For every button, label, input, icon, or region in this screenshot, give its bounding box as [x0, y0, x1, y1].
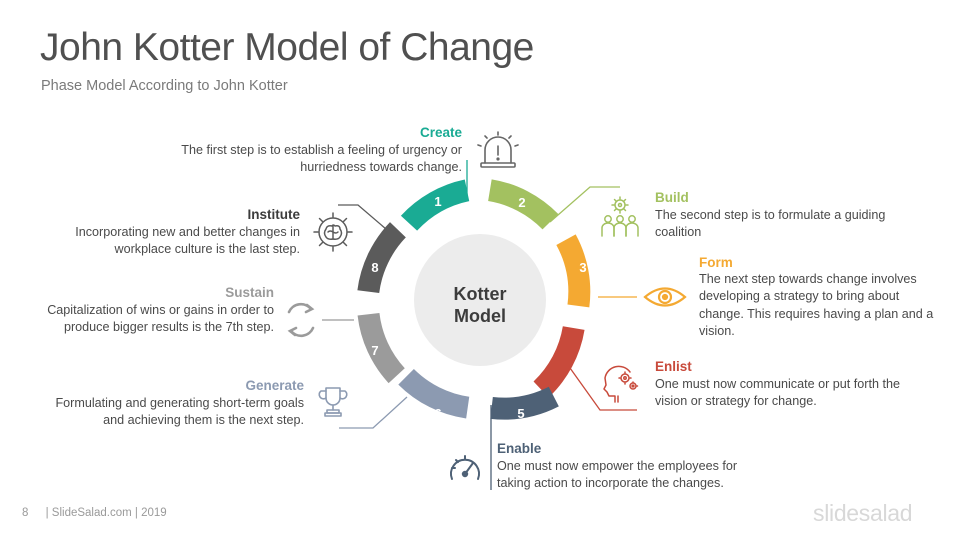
footer-text: | SlideSalad.com | 2019 — [45, 507, 167, 519]
ring-segments — [357, 179, 591, 420]
speedometer-icon — [450, 455, 480, 480]
segment-number-4: 4 — [580, 343, 588, 358]
center-circle — [414, 234, 546, 366]
connector-line-4 — [569, 367, 637, 411]
head-gears-icon — [603, 365, 639, 403]
segment-4 — [533, 325, 585, 398]
cycle-arrows-icon — [287, 302, 315, 338]
page-number: 8 — [22, 507, 29, 519]
segment-numbers: 1 2 3 4 5 6 7 8 — [371, 194, 588, 421]
step-6-description: Formulating and generating short-term go… — [55, 396, 304, 428]
step-5-description: One must now empower the employees for t… — [497, 459, 738, 491]
segment-7 — [357, 312, 406, 384]
footer: 8 | SlideSalad.com | 2019 — [22, 507, 167, 519]
team-gear-icon — [601, 196, 639, 237]
eye-icon — [643, 287, 687, 307]
step-4-description: One must now communicate or put forth th… — [655, 377, 900, 409]
slide-subtitle: Phase Model According to John Kotter — [41, 78, 288, 94]
segment-number-6: 6 — [434, 406, 441, 421]
step-8-description: Incorporating new and better changes in … — [75, 225, 300, 257]
segment-number-5: 5 — [517, 406, 524, 421]
step-4-title: Enlist — [655, 359, 692, 374]
center-label: Kotter Model — [416, 283, 544, 327]
step-8-title: Institute — [247, 207, 301, 222]
segment-8 — [357, 222, 407, 294]
segment-2 — [487, 179, 559, 230]
step-2-title: Build — [655, 190, 689, 205]
step-7-description: Capitalization of wins or gains in order… — [47, 303, 274, 335]
slide-title: John Kotter Model of Change — [40, 26, 534, 69]
segment-number-3: 3 — [579, 260, 586, 275]
step-1-description: The first step is to establish a feeling… — [181, 143, 462, 175]
step-5-title: Enable — [497, 441, 542, 456]
step-3-title: Form — [699, 255, 733, 270]
brand-logo: slidesalad — [813, 500, 913, 526]
step-2-description: The second step is to formulate a guidin… — [655, 208, 886, 240]
step-7-title: Sustain — [225, 285, 274, 300]
segment-6 — [398, 368, 470, 419]
center-label-line1: Kotter — [453, 284, 507, 304]
segment-number-7: 7 — [371, 343, 378, 358]
alarm-light-icon — [477, 131, 519, 168]
segment-number-8: 8 — [371, 260, 378, 275]
brain-gear-icon — [313, 212, 353, 252]
segment-5 — [490, 386, 559, 420]
segment-number-2: 2 — [518, 195, 525, 210]
segment-number-1: 1 — [434, 194, 441, 209]
step-1-title: Create — [420, 125, 463, 140]
connector-lines — [322, 160, 637, 490]
center-label-line2: Model — [454, 306, 506, 326]
connector-line-6 — [339, 396, 408, 429]
connector-line-2 — [549, 186, 620, 223]
step-6-title: Generate — [245, 378, 304, 393]
segment-1 — [400, 179, 470, 231]
step-3-description: The next step towards change involves de… — [699, 272, 934, 338]
segment-3 — [556, 234, 591, 308]
trophy-icon — [318, 387, 348, 417]
connector-line-8 — [338, 204, 394, 236]
